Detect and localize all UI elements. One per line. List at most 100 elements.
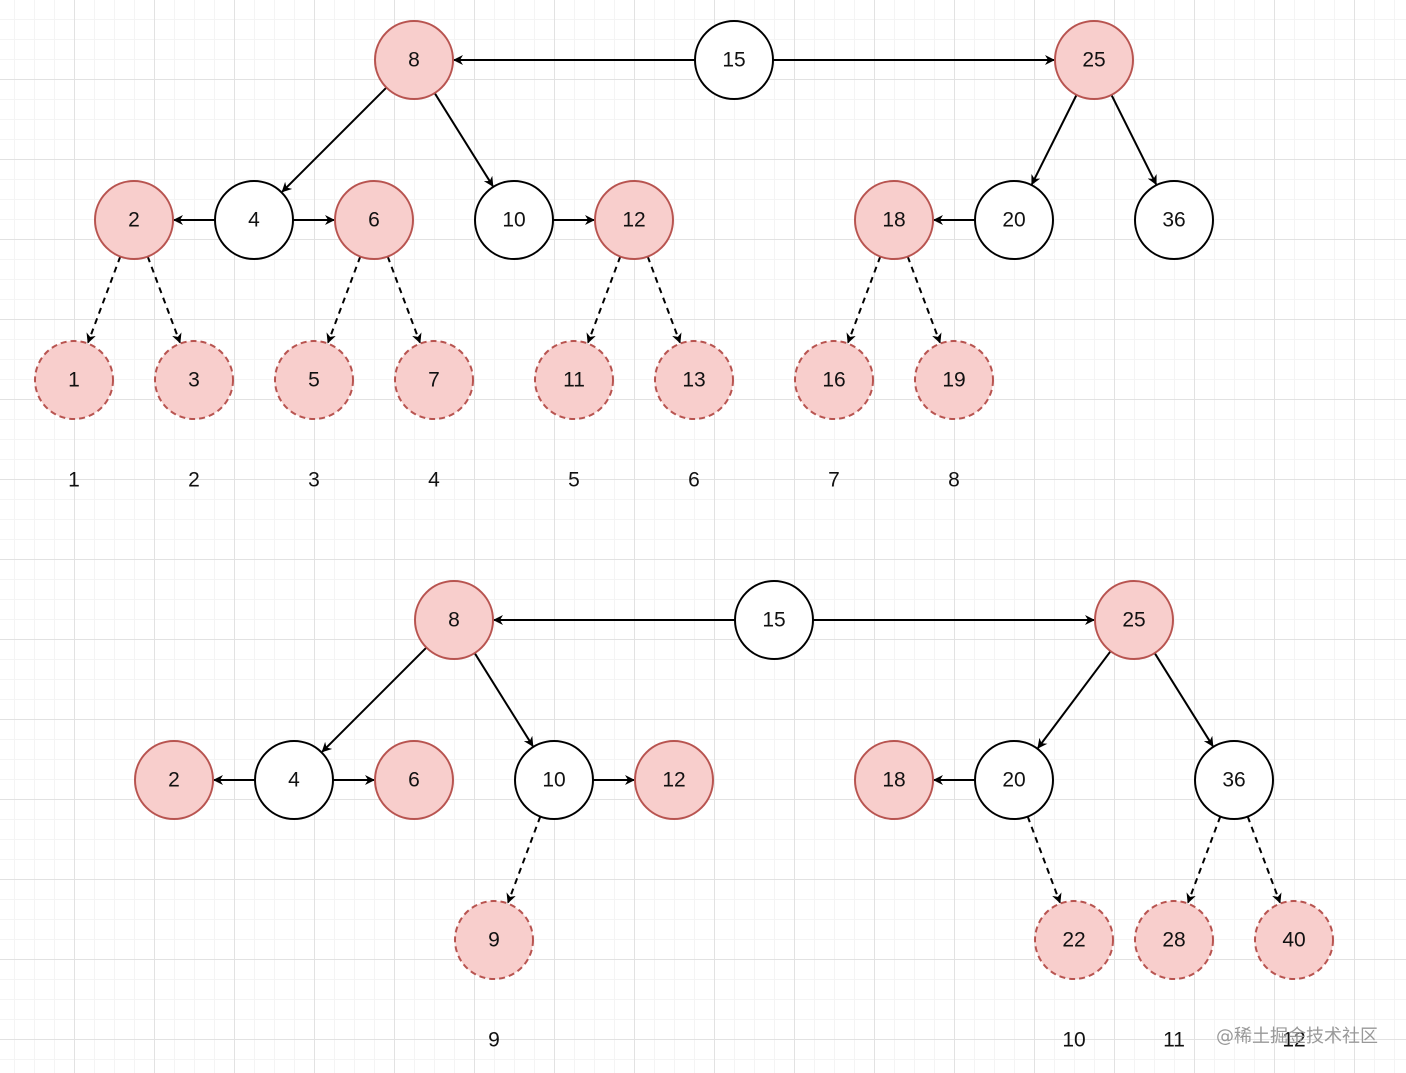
edge-b20-to-b22 xyxy=(1026,816,1062,904)
node-circle xyxy=(414,580,494,660)
node-label: 5 xyxy=(308,369,320,392)
node-circle xyxy=(154,340,234,420)
node-label: 20 xyxy=(1002,769,1025,792)
node-label: 18 xyxy=(882,769,905,792)
node-label: 3 xyxy=(188,369,200,392)
node-circle xyxy=(854,740,934,820)
node-circle xyxy=(374,740,454,820)
edge-b25-to-b36 xyxy=(1153,652,1214,747)
node-t2: 2 xyxy=(94,180,174,260)
index-label-bl11: 11 xyxy=(1163,1029,1185,1052)
node-label: 12 xyxy=(662,769,685,792)
node-t20: 20 xyxy=(974,180,1054,260)
node-label: 9 xyxy=(488,929,500,952)
index-label-tl4: 4 xyxy=(428,469,440,492)
node-circle xyxy=(694,20,774,100)
node-label: 16 xyxy=(822,369,845,392)
index-label-tl5: 5 xyxy=(568,469,580,492)
node-label: 40 xyxy=(1282,929,1305,952)
node-circle xyxy=(794,340,874,420)
node-circle xyxy=(974,180,1054,260)
index-label-tl1: 1 xyxy=(68,469,80,492)
node-b22: 22 xyxy=(1034,900,1114,980)
node-circle xyxy=(534,340,614,420)
node-label: 8 xyxy=(408,49,420,72)
node-circle xyxy=(914,340,994,420)
node-label: 8 xyxy=(448,609,460,632)
node-b10: 10 xyxy=(514,740,594,820)
edge-t8-to-t10 xyxy=(433,92,494,187)
node-circle xyxy=(274,340,354,420)
edge-t2-to-t3 xyxy=(146,256,182,344)
node-label: 15 xyxy=(722,49,745,72)
node-circle xyxy=(1134,180,1214,260)
node-b28: 28 xyxy=(1134,900,1214,980)
node-b4: 4 xyxy=(254,740,334,820)
index-label-tl7: 7 xyxy=(828,469,840,492)
node-label: 28 xyxy=(1162,929,1185,952)
node-circle xyxy=(654,340,734,420)
node-label: 10 xyxy=(502,209,525,232)
edge-b8-to-b10 xyxy=(473,652,534,747)
edge-t18-to-t16 xyxy=(846,256,882,344)
edge-t25-to-t36 xyxy=(1110,94,1158,186)
node-circle xyxy=(514,740,594,820)
edge-b36-to-b40 xyxy=(1246,816,1282,904)
node-circle xyxy=(134,740,214,820)
node-circle xyxy=(1194,740,1274,820)
edge-t12-to-t13 xyxy=(646,256,682,344)
edges-layer xyxy=(86,55,1282,904)
node-circle xyxy=(974,740,1054,820)
index-label-bl10: 10 xyxy=(1062,1029,1085,1052)
node-b12: 12 xyxy=(634,740,714,820)
node-label: 11 xyxy=(563,369,585,392)
node-b25: 25 xyxy=(1094,580,1174,660)
edge-b25-to-b20 xyxy=(1037,650,1112,749)
edge-b8-to-b4 xyxy=(321,646,428,753)
node-t15: 15 xyxy=(694,20,774,100)
node-label: 25 xyxy=(1122,609,1145,632)
node-b36: 36 xyxy=(1194,740,1274,820)
node-b2: 2 xyxy=(134,740,214,820)
node-t16: 16 xyxy=(794,340,874,420)
node-label: 4 xyxy=(248,209,260,232)
node-circle xyxy=(214,180,294,260)
index-label-bl9: 9 xyxy=(488,1029,500,1052)
node-circle xyxy=(474,180,554,260)
node-circle xyxy=(634,740,714,820)
node-b9: 9 xyxy=(454,900,534,980)
node-b20: 20 xyxy=(974,740,1054,820)
node-circle xyxy=(1254,900,1334,980)
node-label: 4 xyxy=(288,769,300,792)
node-label: 7 xyxy=(428,369,440,392)
node-circle xyxy=(854,180,934,260)
node-circle xyxy=(734,580,814,660)
node-b15: 15 xyxy=(734,580,814,660)
node-t11: 11 xyxy=(534,340,614,420)
node-label: 36 xyxy=(1162,209,1185,232)
node-label: 36 xyxy=(1222,769,1245,792)
node-label: 19 xyxy=(942,369,965,392)
node-circle xyxy=(1034,900,1114,980)
node-circle xyxy=(454,900,534,980)
node-b18: 18 xyxy=(854,740,934,820)
node-t36: 36 xyxy=(1134,180,1214,260)
node-label: 2 xyxy=(128,209,140,232)
node-t1: 1 xyxy=(34,340,114,420)
watermark-text: @稀土掘金技术社区 xyxy=(1216,1026,1378,1047)
node-t19: 19 xyxy=(914,340,994,420)
node-circle xyxy=(374,20,454,100)
index-label-tl6: 6 xyxy=(688,469,700,492)
node-label: 1 xyxy=(68,369,80,392)
node-t4: 4 xyxy=(214,180,294,260)
node-t8: 8 xyxy=(374,20,454,100)
node-label: 15 xyxy=(762,609,785,632)
node-b8: 8 xyxy=(414,580,494,660)
node-t3: 3 xyxy=(154,340,234,420)
edge-t12-to-t11 xyxy=(586,256,622,344)
edge-b10-to-b9 xyxy=(506,816,542,904)
node-circle xyxy=(334,180,414,260)
edge-b36-to-b28 xyxy=(1186,816,1222,904)
